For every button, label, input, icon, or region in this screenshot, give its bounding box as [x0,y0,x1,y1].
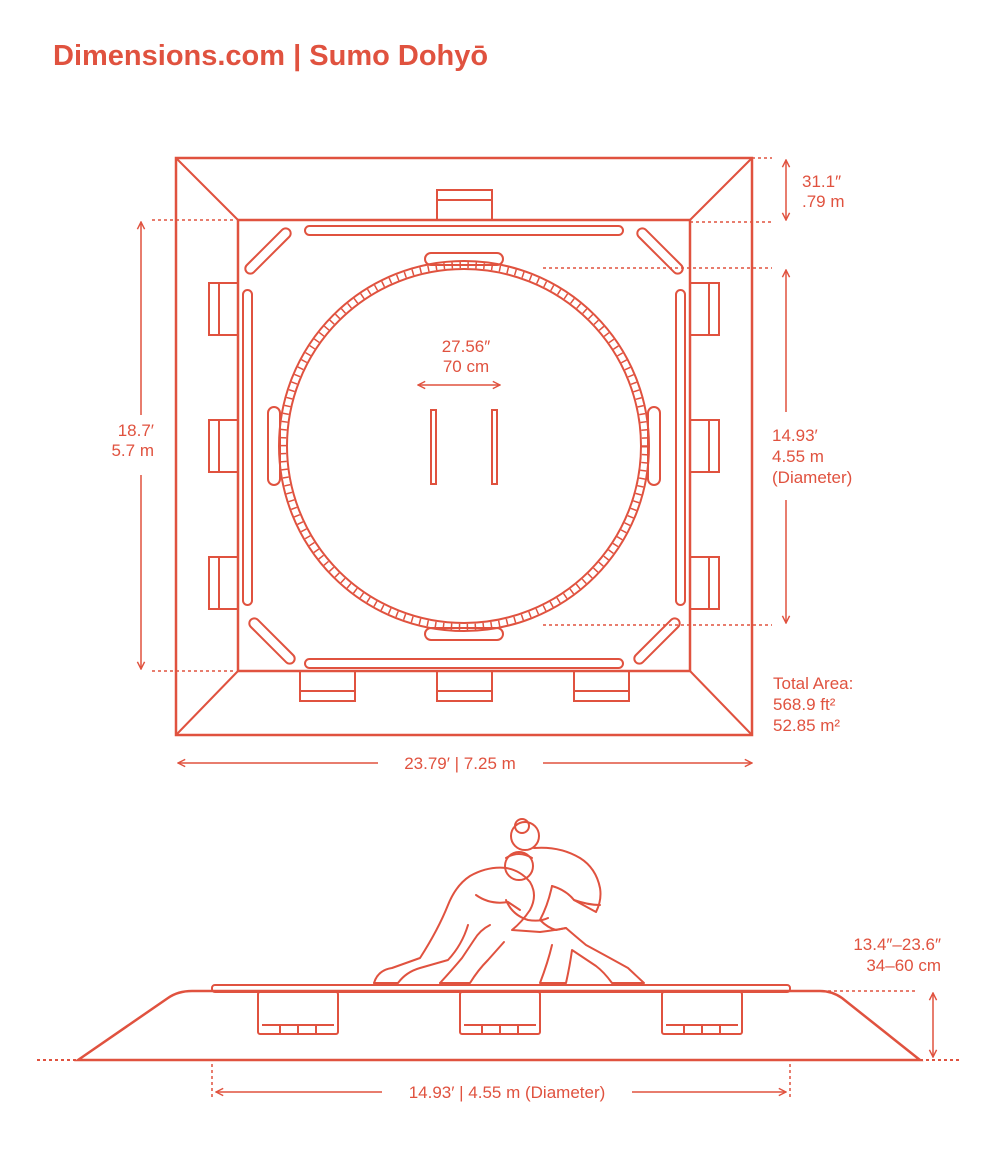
ring-diameter-note: (Diameter) [772,468,852,487]
plan-steps [208,189,720,702]
elevation-height-metric: 34–60 cm [866,956,941,975]
dohyo-mound [73,989,924,1062]
sumo-wrestlers-illustration [373,818,645,984]
plan-view [174,156,754,737]
elevation-diameter-label: 14.93′ | 4.55 m (Diameter) [409,1083,606,1102]
total-area-label: Total Area: [773,674,853,693]
page-title: Dimensions.com | Sumo Dohyō [53,40,489,72]
plan-dimensions [141,157,786,763]
plan-ring [267,252,661,641]
ring-diameter-imperial: 14.93′ [772,426,818,445]
shikiri-gap-imperial: 27.56″ [442,337,491,356]
elevation-steps [257,991,743,1035]
plan-corner-bales [244,227,684,665]
elevation-height-imperial: 13.4″–23.6″ [853,935,941,954]
ring-diameter-metric: 4.55 m [772,447,824,466]
inner-square-imperial: 18.7′ [118,421,154,440]
inner-square [236,218,692,673]
inner-square-metric: 5.7 m [111,441,154,460]
plan-edge-bales [242,225,686,669]
shikiri-lines [430,409,498,485]
outer-width-label: 23.79′ | 7.25 m [404,754,516,773]
total-area-imperial: 568.9 ft² [773,695,836,714]
elevation-view [37,818,962,1062]
outer-square [174,156,754,737]
border-width-metric: .79 m [802,192,845,211]
shikiri-gap-metric: 70 cm [443,357,489,376]
total-area-metric: 52.85 m² [773,716,840,735]
border-width-imperial: 31.1″ [802,172,841,191]
elevation-dimensions [211,990,933,1100]
